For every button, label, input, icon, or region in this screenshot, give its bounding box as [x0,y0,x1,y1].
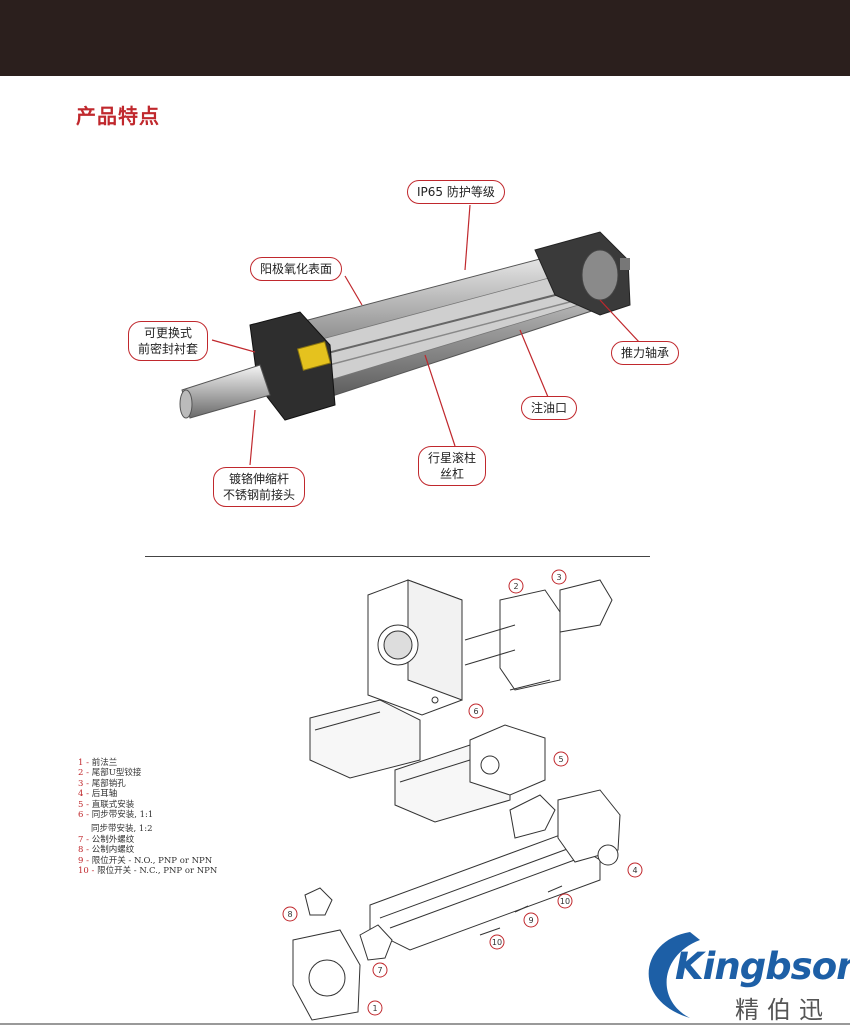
callout-grease-port: 注油口 [521,396,578,420]
legend-item: 9 - 限位开关 - N.O., PNP or NPN [78,855,213,866]
page-title: 产品特点 [76,104,160,128]
callout-rod: 镀铬伸缩杆 不锈钢前接头 [213,467,306,507]
legend-item: 5 - 直联式安装 [78,799,135,810]
logo-swoosh-icon [648,932,700,1018]
label-3: 3 [556,573,561,582]
callout-rod-line2: 不锈钢前接头 [223,488,296,502]
callout-seal-line1: 可更换式 [144,326,193,340]
callout-anodized: 阳极氧化表面 [250,257,343,281]
callout-screw-line2: 丝杠 [440,467,465,481]
legend-item: 3 - 尾部销孔 [78,778,126,789]
label-10b: 10 [492,938,502,947]
legend-item: 8 - 公制内螺纹 [78,845,135,856]
legend-item: 4 - 后耳轴 [78,789,118,800]
logo-chinese-name: 精伯迅 [735,996,831,1024]
label-1: 1 [372,1004,377,1013]
label-7: 7 [377,966,382,975]
legend-item: 2 - 尾部U型铰接 [78,768,142,779]
callout-thrust-bearing: 推力轴承 [611,341,680,365]
label-9: 9 [528,916,533,925]
label-6: 6 [473,707,478,716]
legend-item: 10 - 限位开关 - N.C., PNP or NPN [78,866,218,877]
legend-item: 7 - 公制外螺纹 [78,834,135,845]
label-5: 5 [558,755,563,764]
callout-screw-line1: 行星滚柱 [428,451,477,465]
callout-rod-line1: 镀铬伸缩杆 [229,472,290,486]
legend-item: 1 - 前法兰 [78,758,118,768]
callout-seal-line2: 前密封衬套 [138,342,199,356]
callout-screw: 行星滚柱 丝杠 [418,446,487,486]
legend-item: 同步带安装, 1:2 [91,824,153,835]
callout-ip65: IP65 防护等级 [407,180,505,204]
header-bar [0,0,850,76]
label-2: 2 [513,582,518,591]
label-8: 8 [287,910,292,919]
legend-item: 6 - 同步带安装, 1:1 [78,810,154,821]
label-4: 4 [632,866,637,875]
section-divider [145,556,650,557]
callout-seal: 可更换式 前密封衬套 [128,321,209,361]
accessory-legend: 1 - 前法兰 2 - 尾部U型铰接 3 - 尾部销孔 4 - 后耳轴 5 - … [78,758,217,876]
label-10a: 10 [560,897,570,906]
logo-wordmark: Kingbson [675,945,850,988]
